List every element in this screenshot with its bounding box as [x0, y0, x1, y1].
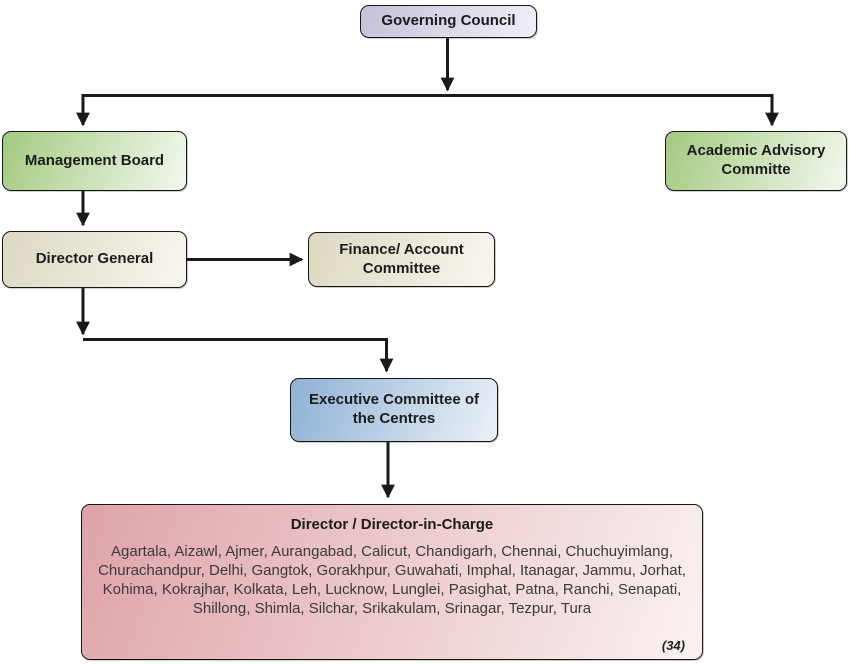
- node-label: Management Board: [24, 151, 165, 169]
- node-academic-advisory-committee: Academic Advisory Committe: [665, 131, 847, 191]
- edge-to-exec: [83, 338, 394, 373]
- node-label: Director General: [35, 250, 154, 268]
- node-label: Finance/ Account Committee: [339, 240, 464, 277]
- node-governing-council: Governing Council: [360, 5, 537, 38]
- node-label: Executive Committee of the Centres: [308, 391, 480, 427]
- directors-title: Director / Director-in-Charge: [290, 516, 494, 533]
- node-director-in-charge: Director / Director-in-Charge Agartala, …: [81, 504, 703, 660]
- node-management-board: Management Board: [2, 131, 187, 191]
- node-label: Governing Council: [381, 12, 516, 30]
- node-finance-account-committee: Finance/ Account Committee: [308, 232, 495, 287]
- directors-count: (34): [661, 637, 685, 653]
- directors-centre-list: Agartala, Aizawl, Ajmer, Aurangabad, Cal…: [98, 542, 686, 617]
- node-director-general: Director General: [2, 231, 187, 288]
- node-executive-committee: Executive Committee of the Centres: [290, 378, 498, 442]
- node-label: Academic Advisory Committe: [686, 142, 826, 178]
